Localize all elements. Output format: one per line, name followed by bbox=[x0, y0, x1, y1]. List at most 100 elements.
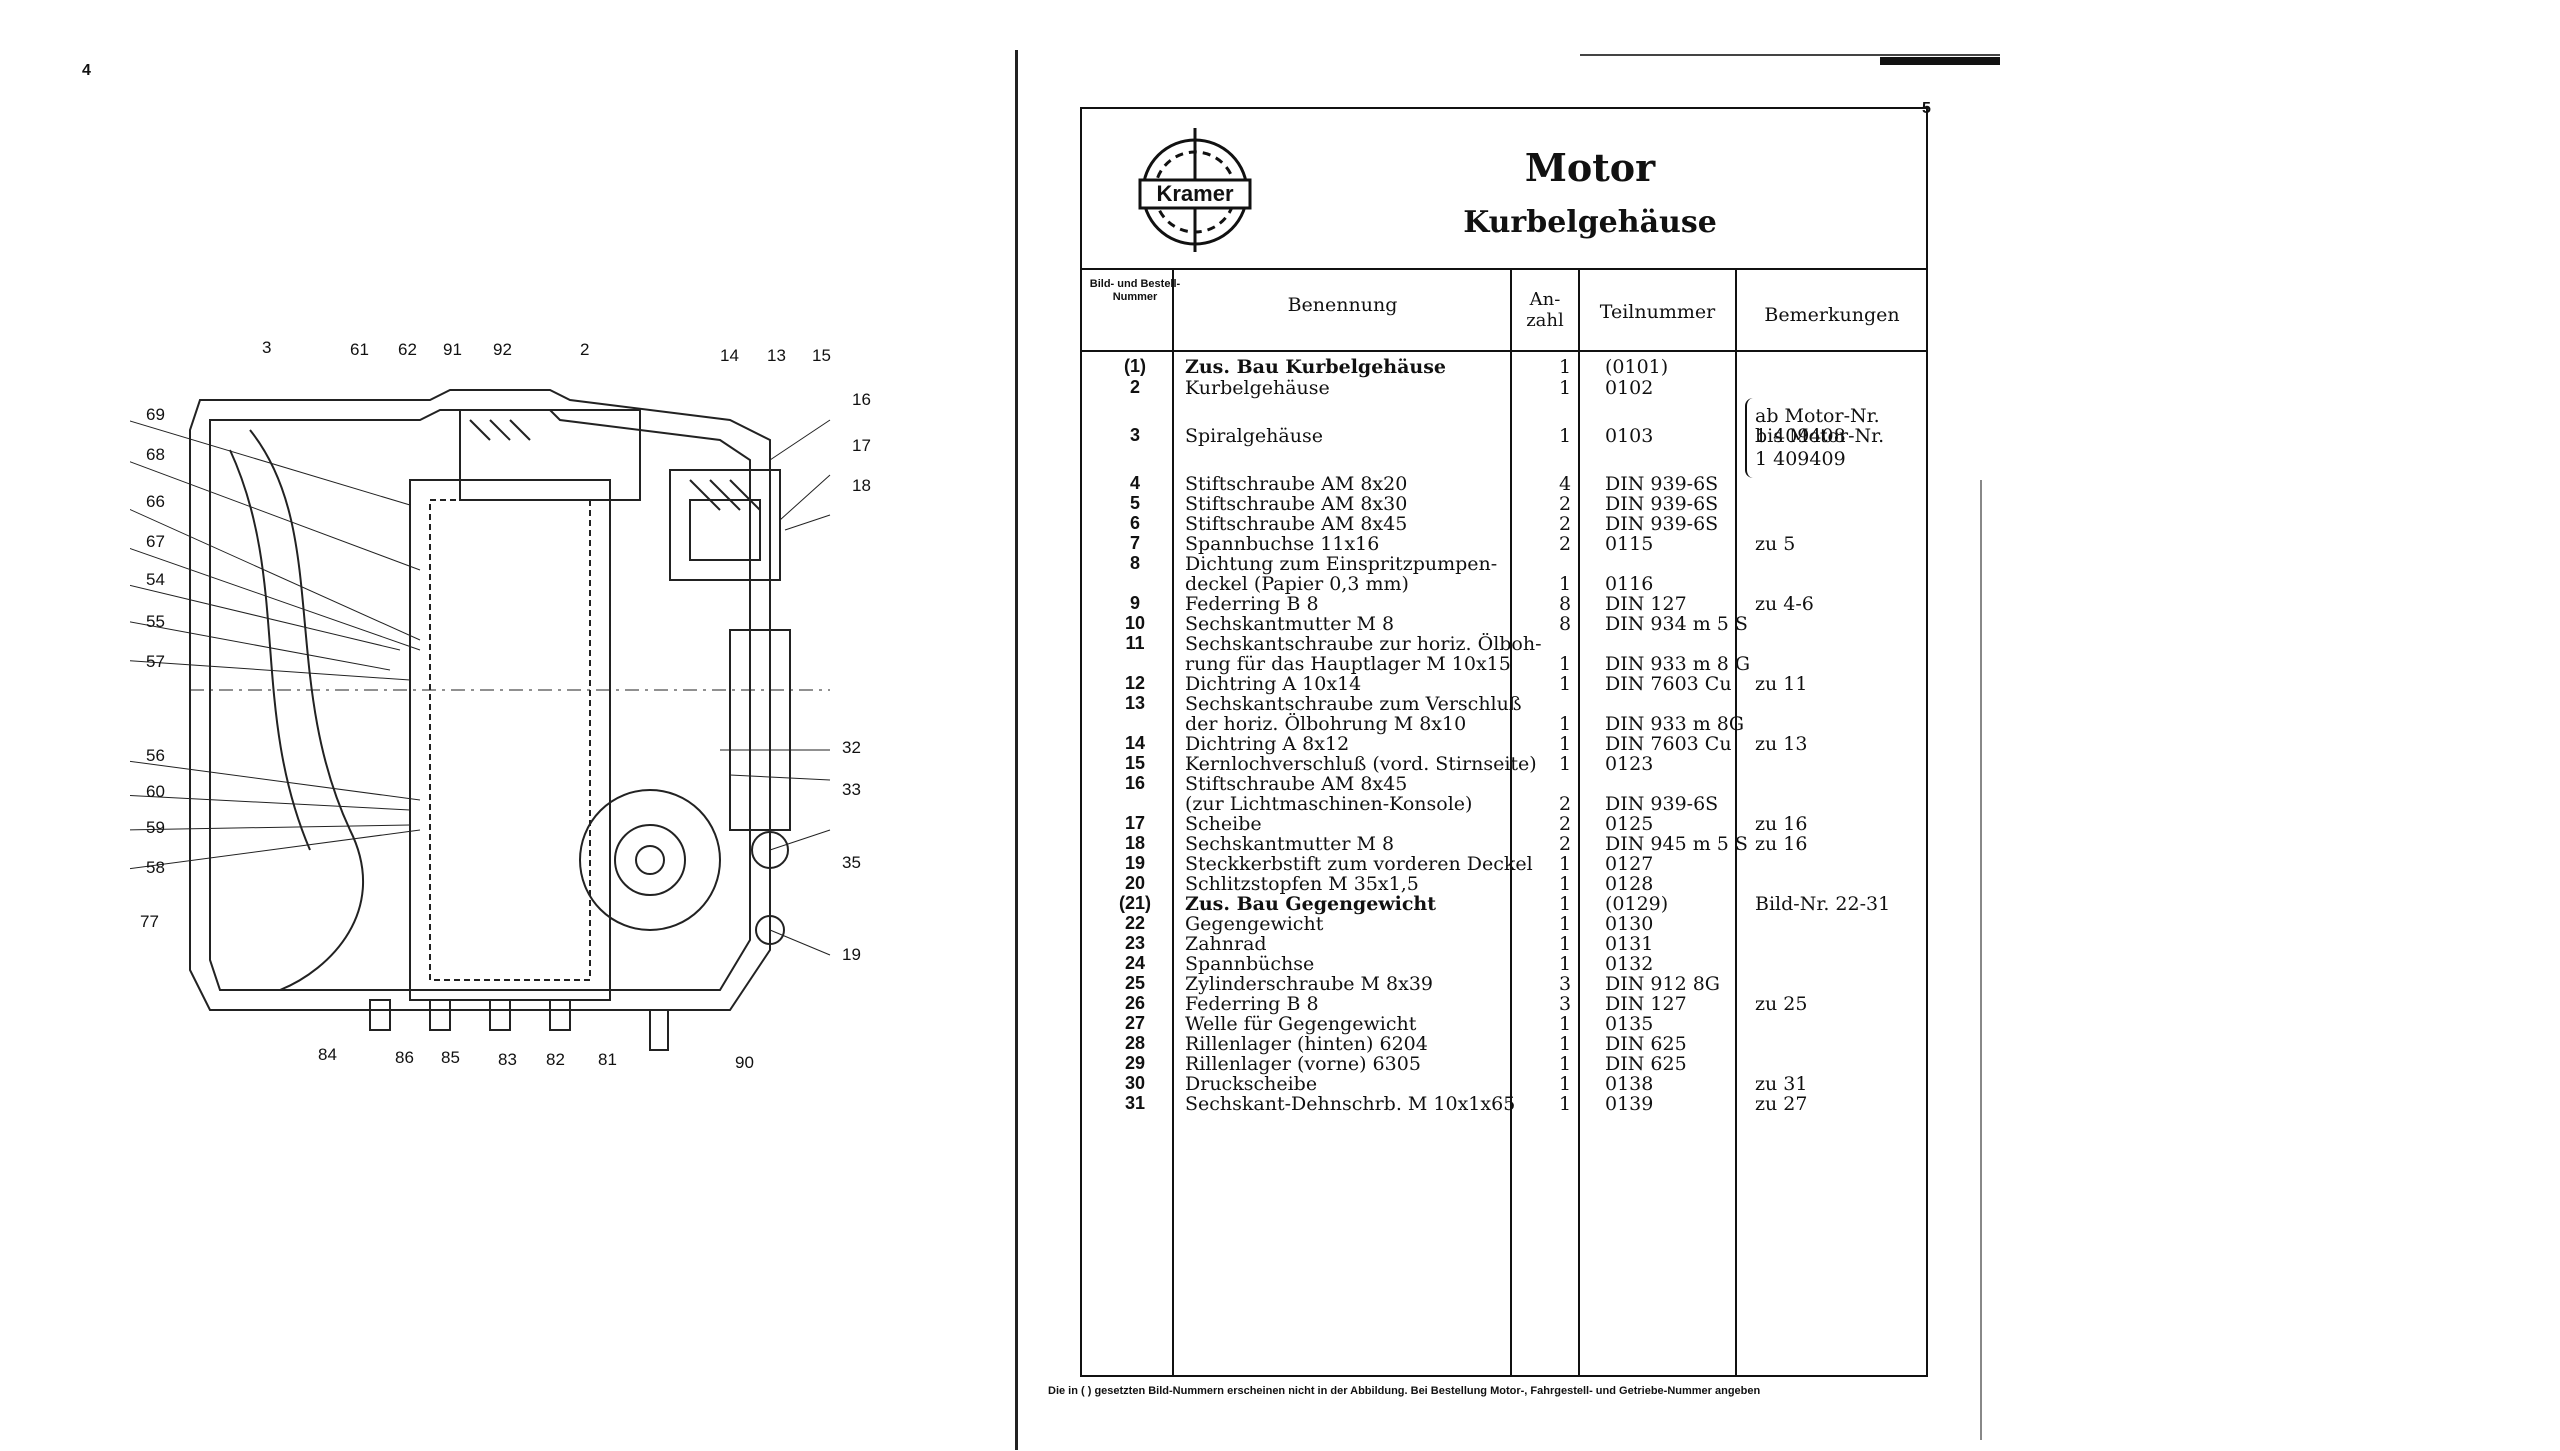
callout-60: 60 bbox=[146, 782, 165, 801]
row-name: Zahnrad bbox=[1185, 933, 1267, 955]
row-quantity: 2 bbox=[1558, 833, 1572, 855]
header-rule bbox=[1082, 268, 1926, 270]
row-name: Stiftschraube AM 8x45 bbox=[1185, 513, 1408, 535]
row-name: Zylinderschraube M 8x39 bbox=[1185, 973, 1434, 995]
top-rule bbox=[1580, 54, 2000, 56]
callout-35: 35 bbox=[842, 853, 861, 872]
row-part-number: DIN 625 bbox=[1605, 1053, 1687, 1075]
row-part-number: 0135 bbox=[1605, 1013, 1654, 1035]
row-number: 4 bbox=[1129, 473, 1140, 493]
row-quantity: 1 bbox=[1558, 653, 1572, 675]
callout-57: 57 bbox=[146, 652, 165, 671]
row-name: Rillenlager (vorne) 6305 bbox=[1185, 1053, 1421, 1075]
row-part-number: 0130 bbox=[1605, 913, 1654, 935]
row-name: Dichtung zum Einspritzpumpen- bbox=[1185, 553, 1498, 575]
row-part-number: 0123 bbox=[1605, 753, 1654, 775]
top-rule-thick bbox=[1880, 57, 2000, 65]
row-quantity: 1 bbox=[1558, 673, 1572, 695]
row-number: 14 bbox=[1124, 733, 1146, 753]
row-number: 25 bbox=[1124, 973, 1146, 993]
row-number: 12 bbox=[1124, 673, 1146, 693]
row-name: Rillenlager (hinten) 6204 bbox=[1185, 1033, 1428, 1055]
logo-wordmark: Kramer bbox=[1156, 181, 1233, 206]
row-quantity: 8 bbox=[1558, 613, 1572, 635]
callout-3: 3 bbox=[262, 338, 272, 357]
row-name: Zus. Bau Kurbelgehäuse bbox=[1185, 356, 1447, 378]
row-name: Stiftschraube AM 8x45 bbox=[1185, 773, 1408, 795]
callout-17: 17 bbox=[852, 436, 871, 455]
row-quantity: 1 bbox=[1558, 1093, 1572, 1115]
row-part-number: DIN 912 8G bbox=[1605, 973, 1720, 995]
column-divider-bild bbox=[1172, 270, 1174, 1375]
row-number: 20 bbox=[1124, 873, 1146, 893]
row-quantity: 2 bbox=[1558, 493, 1572, 515]
callout-84: 84 bbox=[318, 1045, 337, 1064]
page-title: Motor bbox=[1524, 145, 1656, 190]
column-divider-teilnummer bbox=[1735, 270, 1737, 1375]
row-remark: zu 16 bbox=[1755, 813, 1808, 835]
callout-55: 55 bbox=[146, 612, 165, 631]
row-part-number: DIN 939-6S bbox=[1605, 513, 1719, 535]
row-quantity: 8 bbox=[1558, 593, 1572, 615]
row-number: 31 bbox=[1124, 1093, 1146, 1113]
callout-66: 66 bbox=[146, 492, 165, 511]
callout-81: 81 bbox=[598, 1050, 617, 1069]
row-quantity: 3 bbox=[1558, 993, 1572, 1015]
row-part-number: DIN 939-6S bbox=[1605, 493, 1719, 515]
right-edge-line bbox=[1980, 480, 1982, 1440]
row-quantity: 1 bbox=[1558, 733, 1572, 755]
row-remark: zu 25 bbox=[1755, 993, 1808, 1015]
left-page: 4 bbox=[0, 0, 1000, 1451]
callout-59: 59 bbox=[146, 818, 165, 837]
row-name: Steckkerbstift zum vorderen Deckel bbox=[1185, 853, 1533, 875]
row-name: Sechskantmutter M 8 bbox=[1185, 833, 1395, 855]
row-part-number: DIN 625 bbox=[1605, 1033, 1687, 1055]
row-number: 18 bbox=[1124, 833, 1146, 853]
row-part-number: 0128 bbox=[1605, 873, 1654, 895]
row-name: Kernlochverschluß (vord. Stirnseite) bbox=[1185, 753, 1537, 775]
row-part-number: 0115 bbox=[1605, 533, 1654, 555]
row-number: 26 bbox=[1124, 993, 1146, 1013]
callout-14: 14 bbox=[720, 346, 739, 365]
row-number: 19 bbox=[1124, 853, 1146, 873]
row-number: 22 bbox=[1124, 913, 1146, 933]
row-part-number: DIN 7603 Cu bbox=[1605, 733, 1732, 755]
row-part-number: (0129) bbox=[1605, 893, 1669, 915]
table-row: 16 Stiftschraube AM 8x45 bbox=[1085, 773, 1925, 795]
callout-77: 77 bbox=[140, 912, 159, 931]
row-number: 13 bbox=[1124, 693, 1146, 713]
row-quantity: 1 bbox=[1558, 913, 1572, 935]
row-part-number: DIN 939-6S bbox=[1605, 473, 1719, 495]
row-number: 10 bbox=[1124, 613, 1146, 633]
row-name: rung für das Hauptlager M 10x15 bbox=[1185, 653, 1511, 675]
row-number: (21) bbox=[1118, 893, 1151, 913]
row-name: Welle für Gegengewicht bbox=[1185, 1013, 1417, 1035]
callout-91: 91 bbox=[443, 340, 462, 359]
row-part-number: DIN 934 m 5 S bbox=[1605, 613, 1748, 635]
callout-68: 68 bbox=[146, 445, 165, 464]
row-remark: zu 13 bbox=[1755, 733, 1808, 755]
callout-90: 90 bbox=[735, 1053, 754, 1072]
column-divider-anzahl bbox=[1578, 270, 1580, 1375]
row-name: Spiralgehäuse bbox=[1185, 425, 1323, 447]
callout-16: 16 bbox=[852, 390, 871, 409]
row-number: 11 bbox=[1125, 633, 1145, 653]
row-number: 16 bbox=[1124, 773, 1146, 793]
row-quantity: 1 bbox=[1558, 573, 1572, 595]
row-quantity: 1 bbox=[1558, 713, 1572, 735]
row-quantity: 1 bbox=[1558, 753, 1572, 775]
row-part-number: DIN 933 m 8G bbox=[1605, 713, 1745, 735]
